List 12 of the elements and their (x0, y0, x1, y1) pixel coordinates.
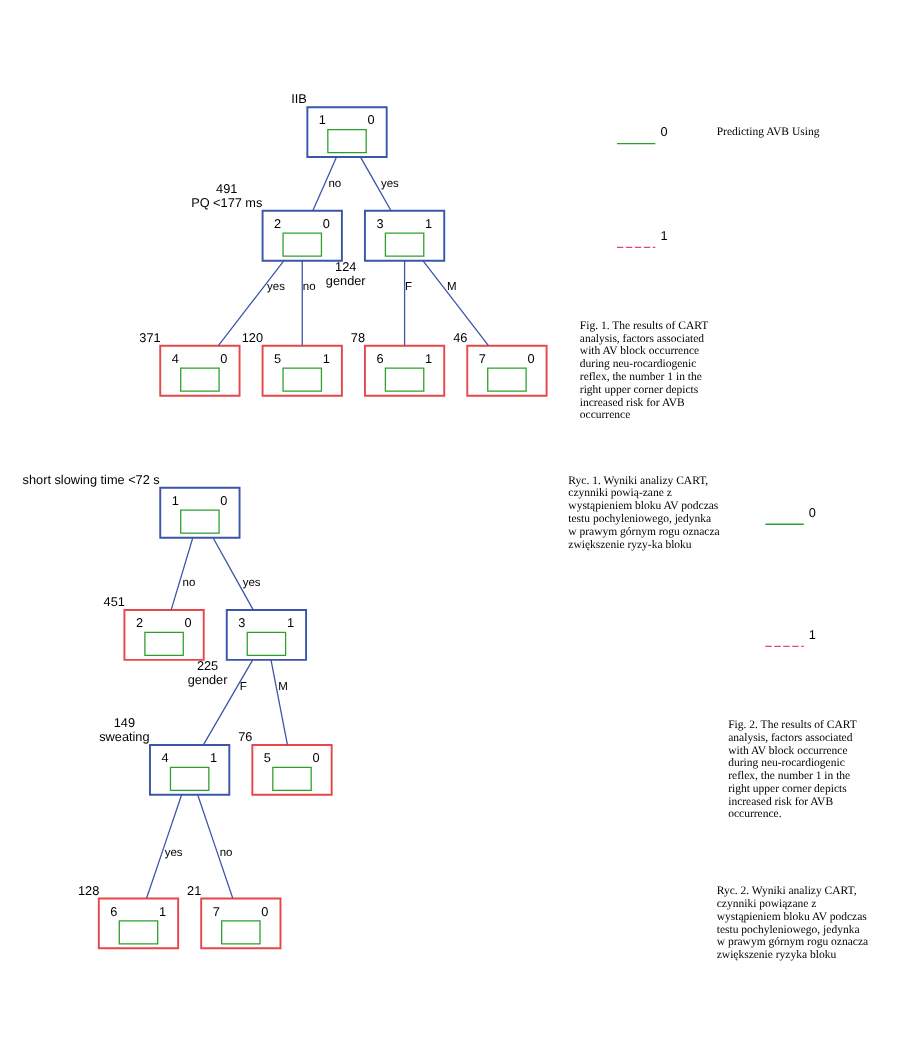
connector (145, 793, 183, 898)
connector (217, 259, 285, 346)
connector (170, 536, 194, 610)
connector (360, 155, 392, 211)
connector (422, 259, 490, 346)
connector (301, 259, 303, 346)
connector (212, 536, 254, 610)
connector (403, 259, 406, 346)
connector (197, 793, 234, 898)
connector (270, 658, 289, 745)
connector (202, 658, 254, 745)
connector (312, 155, 338, 211)
